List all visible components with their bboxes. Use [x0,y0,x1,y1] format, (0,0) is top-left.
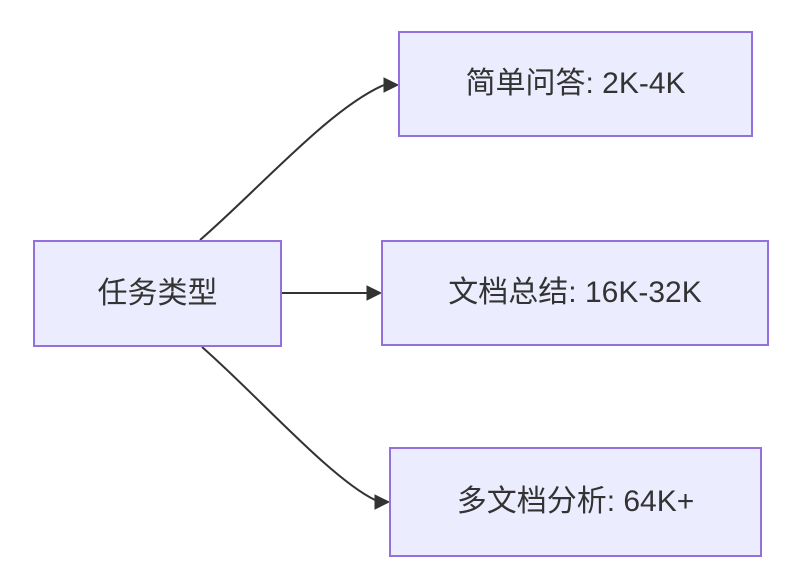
node-task-type-label: 任务类型 [97,276,218,310]
edge-task-type-to-simple-qa [199,77,400,241]
node-simple-qa-label: 简单问答: 2K-4K [465,67,686,100]
edge-task-type-to-doc-summary [282,285,383,301]
node-doc-summary: 文档总结: 16K-32K [381,240,769,346]
arrowhead-icon [366,285,383,301]
arrowhead-icon [383,77,400,93]
edge-task-type-to-multi-doc [201,346,391,510]
node-multi-doc: 多文档分析: 64K+ [389,447,762,557]
node-doc-summary-label: 文档总结: 16K-32K [448,276,702,309]
edge-line [199,84,385,241]
edge-line [201,346,376,501]
node-multi-doc-label: 多文档分析: 64K+ [456,485,695,518]
node-simple-qa: 简单问答: 2K-4K [398,31,753,137]
arrowhead-icon [374,494,391,510]
node-task-type: 任务类型 [33,240,282,347]
